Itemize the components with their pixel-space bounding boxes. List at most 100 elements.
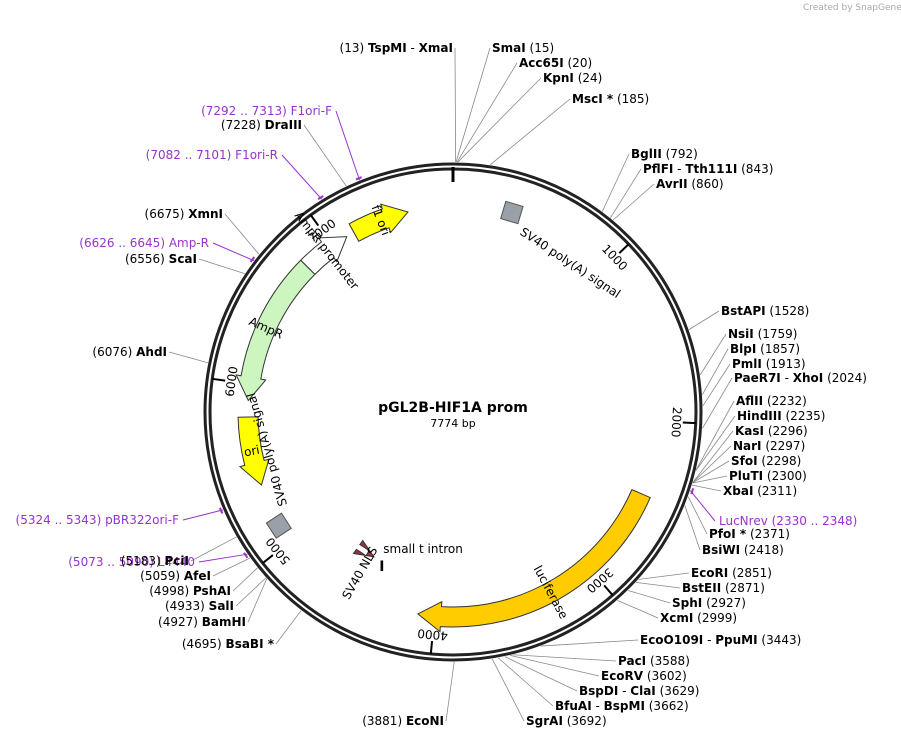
site-leader [684, 505, 701, 551]
site-leader [617, 599, 659, 619]
primer-range: (5073 .. 5090) [68, 555, 158, 569]
site-leader [275, 610, 302, 645]
site-position: (2418) [740, 543, 784, 557]
site-sali: (4933) SalI [165, 599, 234, 613]
site-name: NsiI [728, 327, 754, 341]
site-name: ScaI [169, 252, 197, 266]
site-position: (7228) [221, 118, 265, 132]
site-ecori: EcoRI (2851) [691, 566, 772, 580]
site-position: (3881) [362, 714, 406, 728]
site-pflfi: PflFI - Tth111I (843) [643, 162, 773, 176]
primer-range: (7292 .. 7313) [201, 104, 291, 118]
primer-pbr322ori-f: (5324 .. 5343) pBR322ori-F [16, 507, 224, 527]
site-leader [198, 258, 245, 275]
tick-label-2000: 2000 [669, 407, 684, 438]
site-nari: NarI (2297) [733, 439, 805, 453]
site-bglii: BglII (792) [631, 147, 698, 161]
site-name-2: XmaI [419, 41, 453, 55]
site-name: BsaBI * [226, 637, 275, 651]
site-leader [610, 168, 642, 219]
site-position: (2851) [728, 566, 772, 580]
site-name: KpnI [543, 71, 574, 85]
site-xbai: XbaI (2311) [723, 484, 797, 498]
primer-name: pBR322ori-F [105, 513, 179, 527]
primer-range: (5324 .. 5343) [16, 513, 106, 527]
primer-l4440: (5073 .. 5090) L4440 [68, 552, 249, 569]
site-pshai: (4998) PshAI [149, 584, 231, 598]
site-name-2: ClaI [630, 684, 655, 698]
site-xcmi: XcmI (2999) [660, 611, 737, 625]
feature-sv40-nls: SV40 NLS [339, 539, 380, 602]
backbone-outer-ring [203, 162, 703, 662]
site-leader [509, 655, 600, 677]
site-position: (15) [526, 41, 554, 55]
site-name: SfoI [731, 454, 758, 468]
site-position: (1913) [762, 357, 806, 371]
site-name: BamHI [202, 615, 246, 629]
site-position: (1528) [766, 304, 810, 318]
site-bfuai: BfuAI - BspMI (3662) [555, 699, 689, 713]
site-sfoi: SfoI (2298) [731, 454, 801, 468]
site-name: EcoNI [406, 714, 444, 728]
site-position: (2927) [702, 596, 746, 610]
site-avrii: AvrII (860) [656, 177, 724, 191]
site-position: (2298) [758, 454, 802, 468]
primer-marker [243, 552, 249, 559]
site-leader [232, 567, 258, 592]
site-leader [638, 572, 690, 580]
site-name-2: Tth111I [685, 162, 737, 176]
site-position: (843) [737, 162, 773, 176]
primer-marker [690, 487, 695, 495]
site-dash: - [673, 162, 685, 176]
site-position: (860) [688, 177, 724, 191]
site-leader [303, 124, 347, 187]
site-name: AflII [736, 394, 763, 408]
site-name: EcoO109I [640, 633, 703, 647]
site-pcii: (5183) PciI [121, 554, 189, 568]
primer-leader [182, 509, 224, 521]
site-position: (2871) [721, 581, 765, 595]
site-sphi: SphI (2927) [672, 596, 746, 610]
primer-leader [335, 110, 361, 181]
feature-arrow [416, 488, 651, 633]
site-leader-lines [168, 47, 736, 722]
site-ecoo109i: EcoO109I - PpuMI (3443) [640, 633, 801, 647]
polya-box [500, 200, 524, 225]
site-bsiwi: BsiWI (2418) [702, 543, 784, 557]
site-position: (2235) [782, 409, 826, 423]
site-position: (1857) [756, 342, 800, 356]
primer-name: LucNrev [719, 514, 772, 528]
site-position: (20) [564, 56, 592, 70]
site-position: (4695) [182, 637, 226, 651]
site-name: AfeI [184, 569, 211, 583]
site-leader [692, 475, 728, 484]
site-name: SgrAI [526, 714, 563, 728]
site-name: HindIII [737, 409, 782, 423]
feature-ampr: AmpR [235, 259, 316, 402]
site-name: SmaI [492, 41, 526, 55]
site-leader [457, 77, 542, 163]
site-leader [702, 348, 729, 395]
site-scai: (6556) ScaI [125, 252, 197, 266]
site-leader [454, 47, 457, 163]
site-name-2: BspMI [604, 699, 645, 713]
site-leader [702, 363, 731, 407]
site-leader [691, 484, 722, 492]
site-name: TspMI [368, 41, 407, 55]
primer-marker [355, 176, 363, 181]
primer-name: F1ori-R [235, 148, 278, 162]
site-position: (2297) [762, 439, 806, 453]
site-name-2: PpuMI [715, 633, 757, 647]
site-position: (185) [613, 92, 649, 106]
primer-amp-r: (6626 .. 6645) Amp-R [79, 236, 256, 263]
tick-label-4000: 4000 [417, 626, 449, 643]
site-position: (3443) [758, 633, 802, 647]
primer-label: (5073 .. 5090) L4440 [68, 555, 195, 569]
tick-label-6000: 6000 [223, 365, 241, 397]
site-pfoi: PfoI * (2371) [709, 527, 790, 541]
site-name: EcoRV [601, 669, 644, 683]
feature-label: SV40 poly(A) signal [518, 225, 624, 301]
site-name: SphI [672, 596, 702, 610]
tick-label-5000: 5000 [263, 535, 293, 568]
site-acc65i: Acc65I (20) [519, 56, 592, 70]
